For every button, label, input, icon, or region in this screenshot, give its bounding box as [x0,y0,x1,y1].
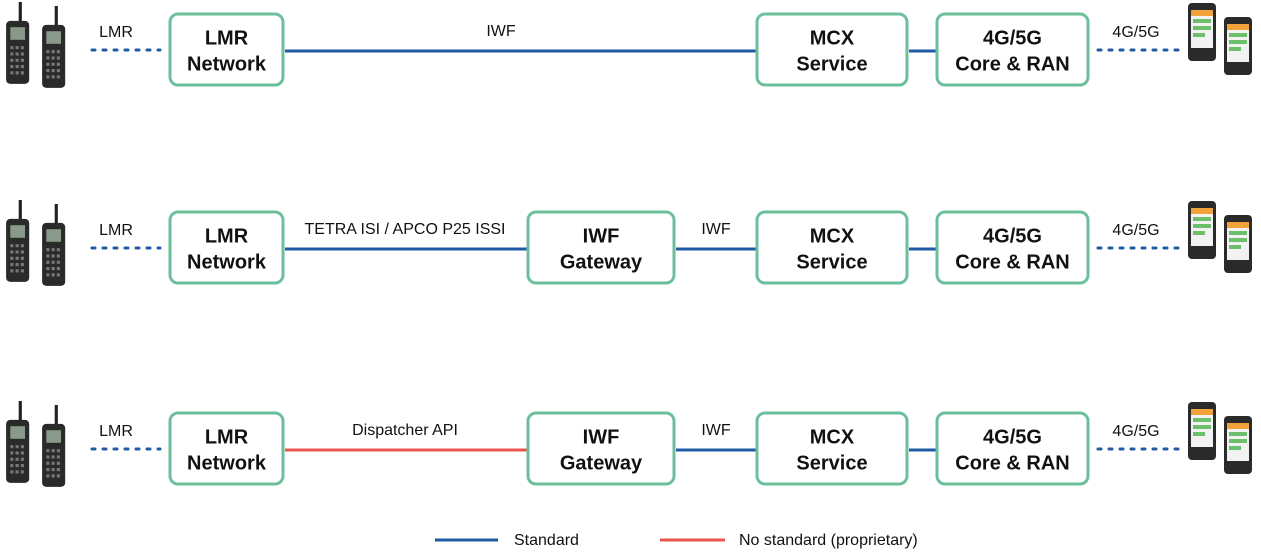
row-2-mcx-service-box: MCX Service [755,210,909,285]
row-3-core-ran-box-label-2: Core & RAN [955,453,1069,475]
row-3-lmr-network-box-label-2: Network [187,453,267,475]
row-2-iwf-gateway-box: IWF Gateway [526,210,676,285]
row-1-radio-icon-1 [6,2,30,84]
row-2-lmr-network-box-label-2: Network [187,252,267,274]
row-1-smartphone-icon-2 [1224,17,1252,75]
row-1-mcx-service-box: MCX Service [755,12,909,87]
row-3-cell-link-label: 4G/5G [1112,423,1159,440]
row-3-core-ran-box: 4G/5G Core & RAN [935,411,1090,486]
row-2-smartphone-icon-1 [1188,201,1216,259]
row-2-core-ran-box-label-2: Core & RAN [955,252,1069,274]
row-2-lmr-network-box-frame [168,210,285,285]
row-3-iwf-gateway-box: IWF Gateway [526,411,676,486]
row-2-cell-link-label: 4G/5G [1112,222,1159,239]
row-2-core-ran-box-frame [935,210,1090,285]
legend-proprietary-label: No standard (proprietary) [739,532,918,549]
row-3-lmr-network-box: LMR Network [168,411,285,486]
row-2-mcx-service-box-frame [755,210,909,285]
row-2-lmr-link-label: LMR [99,222,133,239]
row-1-lmr-link-label: LMR [99,24,133,41]
row-2-lmr-network-box-label-1: LMR [205,226,249,248]
row-3-mcx-service-box-frame [755,411,909,486]
row-1-mcx-service-box-frame [755,12,909,87]
row-3-lmr-link-label: LMR [99,423,133,440]
row-2-link-1-label: TETRA ISI / APCO P25 ISSI [305,221,506,238]
row-1-mcx-service-box-label-2: Service [796,54,867,76]
row-2-core-ran-box: 4G/5G Core & RAN [935,210,1090,285]
row-3-core-ran-box-label-1: 4G/5G [983,427,1042,449]
row-3-lmr-network-box-frame [168,411,285,486]
row-3-link-2-label: IWF [701,422,731,439]
row-3-lmr-network-box-label-1: LMR [205,427,249,449]
row-1-core-ran-box-label-2: Core & RAN [955,54,1069,76]
row-1-lmr-network-box-label-1: LMR [205,28,249,50]
row-3-mcx-service-box-label-1: MCX [810,427,855,449]
row-2-mcx-service-box-label-1: MCX [810,226,855,248]
row-2-link-2-label: IWF [701,221,731,238]
row-1-core-ran-box: 4G/5G Core & RAN [935,12,1090,87]
row-3-radio-icon-2 [42,405,66,487]
row-3-link-1-label: Dispatcher API [352,422,458,439]
row-2-mcx-service-box-label-2: Service [796,252,867,274]
row-2-core-ran-box-label-1: 4G/5G [983,226,1042,248]
row-3-iwf-gateway-box-frame [526,411,676,486]
row-1-radio-icon-2 [42,6,66,88]
row-3-core-ran-box-frame [935,411,1090,486]
row-2-radio-icon-1 [6,200,30,282]
row-3-smartphone-icon-1 [1188,402,1216,460]
row-1-link-1-label: IWF [486,23,516,40]
row-1-core-ran-box-label-1: 4G/5G [983,28,1042,50]
row-3-iwf-gateway-box-label-2: Gateway [560,453,643,475]
row-1-lmr-network-box-label-2: Network [187,54,267,76]
row-1-smartphone-icon-1 [1188,3,1216,61]
row-1-core-ran-box-frame [935,12,1090,87]
row-1-mcx-service-box-label-1: MCX [810,28,855,50]
row-1-lmr-network-box-frame [168,12,285,87]
row-3-mcx-service-box-label-2: Service [796,453,867,475]
row-3-iwf-gateway-box-label-1: IWF [583,427,620,449]
row-2-iwf-gateway-box-frame [526,210,676,285]
row-1-cell-link-label: 4G/5G [1112,24,1159,41]
row-2-iwf-gateway-box-label-1: IWF [583,226,620,248]
row-3-smartphone-icon-2 [1224,416,1252,474]
row-1-lmr-network-box: LMR Network [168,12,285,87]
row-3-radio-icon-1 [6,401,30,483]
row-2-smartphone-icon-2 [1224,215,1252,273]
row-2-radio-icon-2 [42,204,66,286]
legend-standard-label: Standard [514,532,579,549]
row-2-lmr-network-box: LMR Network [168,210,285,285]
row-2-iwf-gateway-box-label-2: Gateway [560,252,643,274]
row-3-mcx-service-box: MCX Service [755,411,909,486]
